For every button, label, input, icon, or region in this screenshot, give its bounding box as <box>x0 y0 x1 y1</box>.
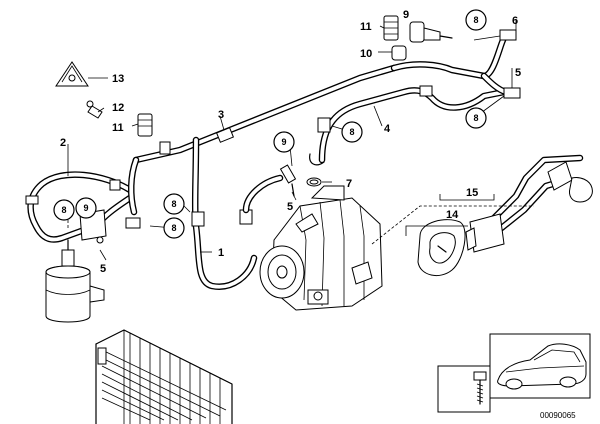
circle-ref-8-mid-a: 8 <box>163 193 185 215</box>
condenser <box>95 329 233 424</box>
guide-line-15 <box>371 205 534 245</box>
car-silhouette-thumbnail <box>489 333 591 399</box>
expansion-valve-14 <box>465 213 505 253</box>
circle-ref-8-center: 8 <box>341 121 363 143</box>
svg-text:8: 8 <box>171 199 176 209</box>
hose-line-3 <box>125 64 398 229</box>
receiver-dryer <box>45 214 105 323</box>
hose-line-1 <box>191 136 284 290</box>
svg-text:8: 8 <box>61 205 66 215</box>
callout-3: 3 <box>218 109 224 121</box>
hose-line-4 <box>309 29 521 166</box>
o-ring-7 <box>306 177 322 187</box>
callout-9: 9 <box>403 9 409 21</box>
callout-5-right: 5 <box>515 67 521 79</box>
svg-text:9: 9 <box>281 137 286 147</box>
hose-line-2 <box>25 171 134 244</box>
circle-ref-8-mid-b: 8 <box>163 217 185 239</box>
svg-text:8: 8 <box>349 127 354 137</box>
bracket-14 <box>405 225 468 236</box>
valve-core-11-left <box>137 113 153 137</box>
bolt-detail <box>437 365 491 413</box>
callout-10: 10 <box>360 48 372 60</box>
sealing-cap-10 <box>391 45 407 61</box>
circle-ref-9-left: 9 <box>75 197 97 219</box>
callout-11-left: 11 <box>112 122 124 134</box>
callout-5-left: 5 <box>100 263 106 275</box>
callout-6: 6 <box>512 15 518 27</box>
bracket-15 <box>439 194 495 201</box>
diagram-reference-number: 00090065 <box>540 411 576 420</box>
callout-5-center: 5 <box>287 201 293 213</box>
svg-text:9: 9 <box>83 203 88 213</box>
valve-core-11-top <box>383 15 399 41</box>
circle-ref-8-left-a: 8 <box>53 199 75 221</box>
svg-text:8: 8 <box>473 15 478 25</box>
callout-4: 4 <box>384 123 391 135</box>
circle-ref-9-center: 9 <box>273 131 295 153</box>
service-valve-6 <box>279 164 297 197</box>
svg-text:8: 8 <box>473 113 478 123</box>
hose-right-upper <box>482 154 593 238</box>
callout-11-top: 11 <box>360 21 372 33</box>
callout-2: 2 <box>60 137 66 149</box>
circle-ref-8-top: 8 <box>465 9 487 31</box>
fastener-12 <box>86 100 103 119</box>
callout-15: 15 <box>466 187 478 199</box>
callout-1: 1 <box>218 247 224 259</box>
warning-label-13 <box>55 61 89 87</box>
svg-text:8: 8 <box>171 223 176 233</box>
circle-ref-8-right: 8 <box>465 107 487 129</box>
callout-14: 14 <box>446 209 459 221</box>
callout-7: 7 <box>346 178 352 190</box>
callout-12: 12 <box>112 102 124 114</box>
pressure-switch-9 <box>409 21 453 43</box>
callout-13: 13 <box>112 73 124 85</box>
grommet-14 <box>417 219 466 277</box>
ac-compressor <box>259 185 383 311</box>
